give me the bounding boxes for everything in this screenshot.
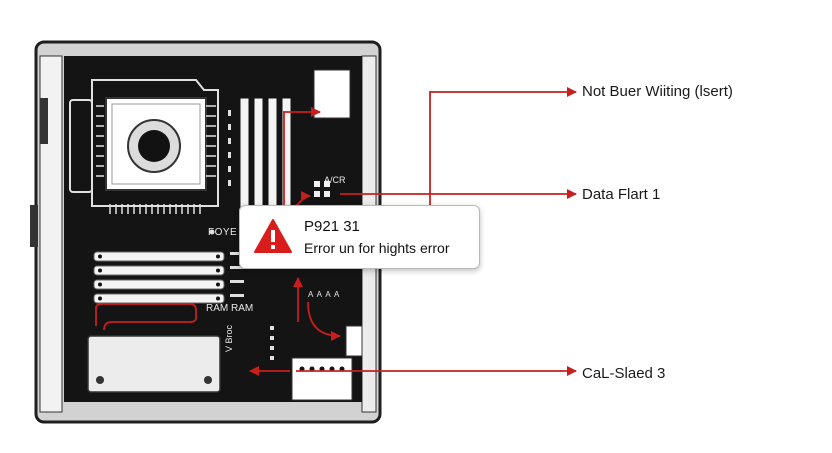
pin-bottom-label: A A A A: [308, 290, 341, 299]
bottom-connector: [291, 357, 353, 401]
callout-label-top: Not Buer Wiiting (lsert): [582, 83, 733, 100]
callout-arrows: [249, 87, 577, 376]
error-message: Error un for hights error: [304, 240, 450, 256]
error-code: P921 31: [304, 218, 360, 235]
arrow-to-pin-header: [295, 191, 311, 207]
error-popup[interactable]: P921 31 Error un for hights error: [239, 205, 480, 269]
fan-label: FOYE: [208, 227, 238, 238]
warning-triangle-icon: [254, 219, 292, 253]
side-pins: [270, 326, 274, 360]
arrow-to-top-connector: [283, 107, 321, 214]
cpu-socket: [69, 79, 231, 214]
side-label: V Broc: [224, 324, 234, 352]
arrow-to-side-connector: [307, 301, 341, 341]
top-connector: [313, 69, 351, 119]
pin-header: [314, 181, 330, 197]
callout-label-bottom: CaL-Slaed 3: [582, 365, 666, 382]
ram-label: RAM RAM: [206, 303, 254, 314]
red-cable: [95, 303, 197, 331]
pin-top-label: A/CR: [324, 175, 346, 185]
arrow-to-top-label: [429, 87, 577, 212]
psu-block: [87, 335, 221, 393]
ram-sticks: [93, 229, 244, 304]
side-connector: [345, 325, 363, 357]
callout-label-middle: Data Flart 1: [582, 186, 661, 203]
